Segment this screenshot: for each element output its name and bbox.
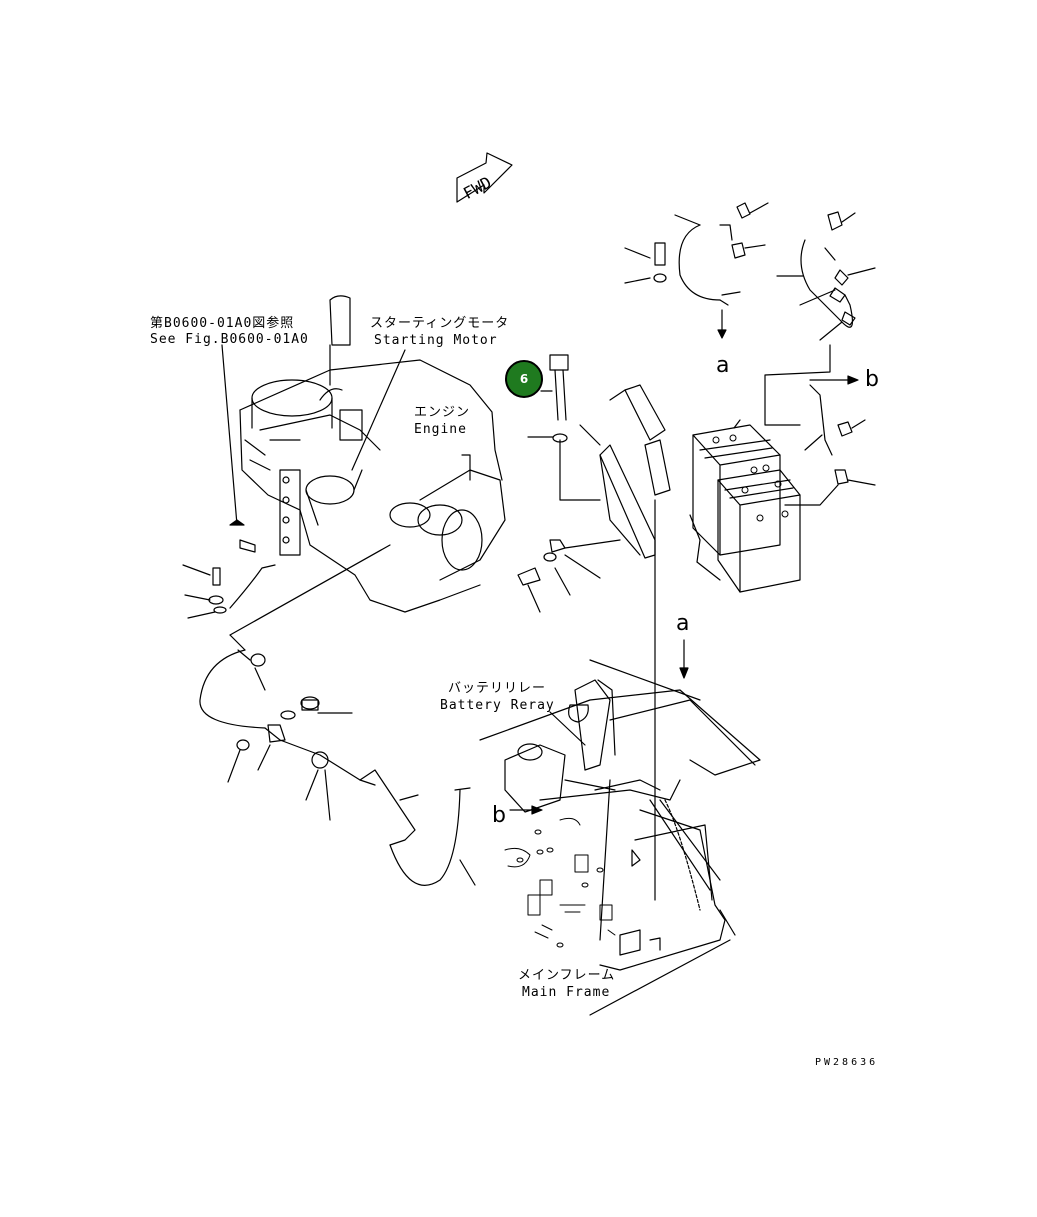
battery-cables — [624, 202, 876, 506]
starting-motor-label-ja: スターティングモータ — [370, 316, 510, 331]
engine-label-ja: エンジン — [414, 405, 471, 420]
battery-relay-leader — [549, 711, 586, 746]
bolt-6 — [527, 354, 601, 501]
main-frame-label-en: Main Frame — [522, 985, 611, 1000]
ground-cable-left — [182, 539, 476, 886]
see-fig-label-en: See Fig.B0600-01A0 — [150, 332, 309, 347]
drawing-code: PW28636 — [815, 1057, 879, 1068]
fwd-arrow-icon: FWD — [456, 152, 513, 203]
see-fig-label-ja: 第B0600-01A0図参照 — [150, 316, 295, 331]
engine-drawing — [239, 295, 506, 613]
battery-bracket — [517, 384, 671, 901]
battery-relay-label-ja: バッテリリレー — [448, 681, 547, 696]
callout-a-right: a — [676, 611, 690, 636]
callout-b-top: b — [865, 367, 879, 392]
main-frame — [479, 659, 761, 1016]
batteries — [689, 424, 801, 593]
fwd-label: FWD — [460, 173, 494, 203]
frame-hardware — [504, 817, 616, 948]
part-number-badge-6[interactable]: 6 — [505, 360, 543, 398]
engine-label-en: Engine — [414, 422, 467, 437]
starting-motor-label-en: Starting Motor — [374, 333, 498, 348]
battery-relay-label-en: Battery Reray — [440, 698, 555, 713]
callout-b-bottom: b — [492, 803, 506, 828]
callout-a-top: a — [716, 353, 730, 378]
starting-motor-leader — [351, 349, 406, 471]
main-frame-label-ja: メインフレーム — [518, 968, 616, 983]
see-fig-leader — [221, 344, 238, 526]
